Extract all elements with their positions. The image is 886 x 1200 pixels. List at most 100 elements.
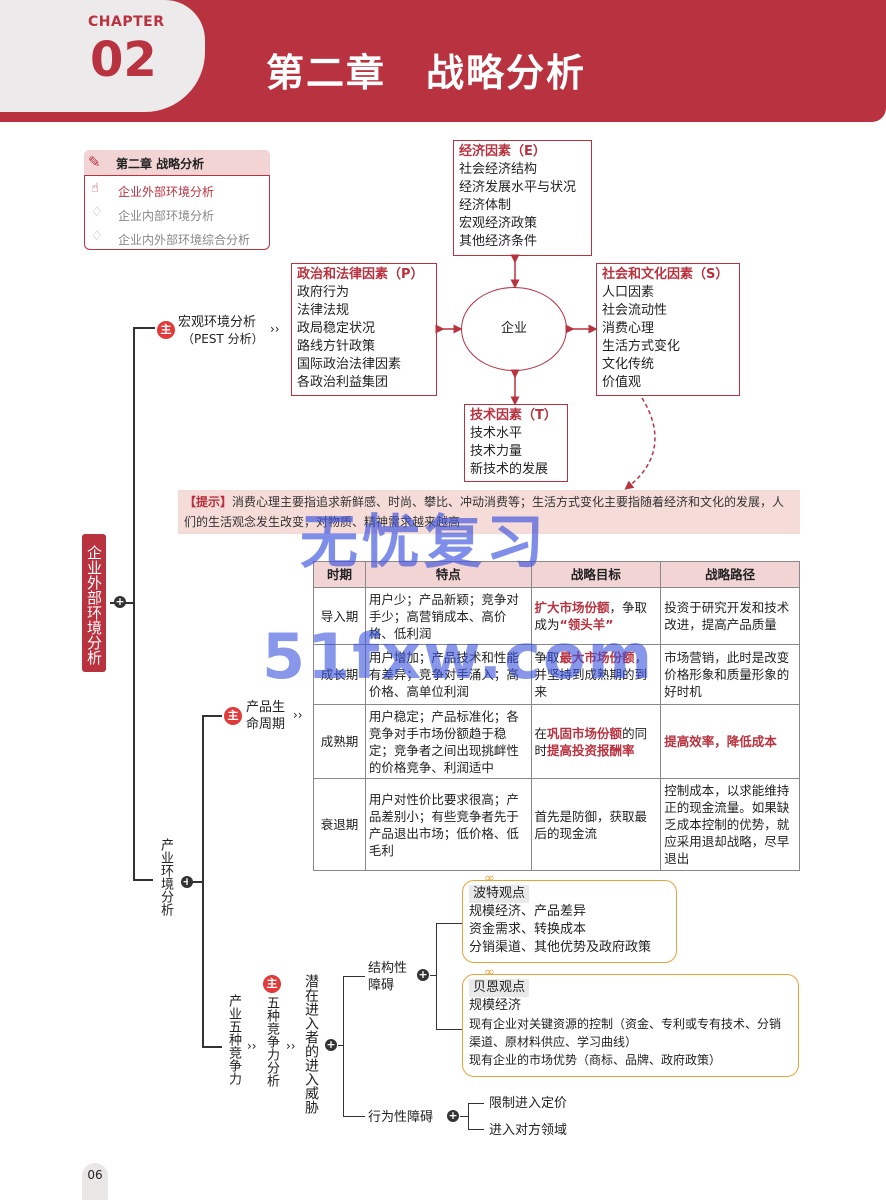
political-item: 路线方针政策: [297, 339, 376, 354]
social-item: 价值观: [602, 375, 642, 390]
paperclip-icon: ∞: [484, 871, 495, 886]
goal-text: ，争取成为: [534, 600, 648, 632]
lifecycle-table: 时期 特点 战略目标 战略路径 导入期 用户少；产品新颖；竞争对手少；高营销成本…: [313, 561, 800, 871]
chapter-title: 第二章 战略分析: [266, 51, 587, 95]
industry-environment-label: 产业环境分析: [158, 838, 173, 916]
tree-branch: [202, 716, 204, 1048]
table-row: 导入期 用户少；产品新颖；竞争对手少；高营销成本、高价格、低利润 扩大市场份额，…: [313, 587, 800, 645]
tree-branch: [460, 1116, 469, 1117]
expand-node-icon[interactable]: +: [325, 1038, 337, 1051]
technology-item: 技术水平: [470, 426, 523, 441]
behavioral-item: 限制进入定价: [489, 1096, 568, 1111]
nav-item-external[interactable]: 企业外部环境分析: [118, 185, 215, 199]
political-factors-box: 政治和法律因素（P） 政府行为 法律法规 政局稳定状况 路线方针政策 国际政治法…: [291, 263, 437, 396]
expand-node-icon[interactable]: +: [114, 595, 126, 608]
economic-title: 经济因素（E）: [459, 144, 546, 159]
nav-item-combined[interactable]: 企业内外部环境综合分析: [118, 233, 251, 247]
tree-branch: [133, 879, 153, 881]
period-cell: 导入期: [313, 587, 366, 645]
tree-branch: [468, 1129, 484, 1130]
feature-cell: 用户增加；产品技术和性能有差异；竞争对手涌入；高价格、高单位利润: [364, 644, 532, 705]
hand-pointer-icon: ☝: [91, 181, 99, 196]
column-header: 战略目标: [530, 561, 662, 588]
tip-label: 【提示】: [184, 495, 233, 509]
product-lifecycle-label: 产品生命周期: [246, 700, 286, 732]
tree-branch: [202, 1046, 222, 1048]
tree-branch: [343, 1116, 365, 1117]
column-header: 战略路径: [660, 561, 800, 588]
political-item: 各政治利益集团: [297, 375, 389, 390]
political-item: 法律法规: [297, 303, 350, 318]
table-row: 衰退期 用户对性价比要求很高；产品差别小；有些竞争者先于产品退出市场；低价格、低…: [313, 778, 800, 871]
social-item: 人口因素: [602, 285, 655, 300]
goal-text: ，并坚持到成熟期的到来: [534, 650, 648, 699]
chevron-right-icon: ››: [293, 708, 303, 722]
watermark: 无忧复习: [300, 508, 549, 576]
tree-branch: [133, 327, 155, 329]
chevron-right-icon: ››: [247, 1039, 257, 1053]
economic-item: 其他经济条件: [459, 234, 538, 249]
bain-title: 贝恩观点: [469, 979, 530, 997]
goal-text: 在: [534, 725, 548, 741]
goal-cell: 首先是防御，获取最后的现金流: [530, 778, 662, 871]
main-point-badge: 主: [263, 975, 281, 993]
tree-branch: [343, 976, 365, 977]
chapter-word: CHAPTER: [88, 14, 165, 30]
goal-highlight: 最大市场份额: [559, 650, 635, 665]
path-cell: 提高效率，降低成本: [660, 704, 800, 779]
goal-highlight: 巩固市场份额: [547, 725, 623, 741]
technology-item: 技术力量: [470, 444, 523, 459]
tree-branch: [430, 975, 437, 976]
political-item: 政局稳定状况: [297, 321, 376, 336]
chapter-number: 02: [90, 32, 157, 88]
pest-arrows: [435, 254, 656, 490]
bain-item: 现有企业的市场优势（商标、品牌、政府政策）: [469, 1053, 722, 1067]
expand-node-icon[interactable]: +: [417, 968, 429, 981]
goal-cell: 在巩固市场份额的同时提高投资报酬率: [530, 704, 662, 779]
technology-factors-box: 技术因素（T） 技术水平 技术力量 新技术的发展: [464, 404, 568, 482]
chevron-right-icon: ››: [270, 322, 280, 336]
table-row: 成熟期 用户稳定；产品标准化；各竞争对手市场份额趋于稳定；竞争者之间出现挑衅性的…: [313, 704, 800, 779]
goal-cell: 扩大市场份额，争取成为“领头羊”: [530, 587, 662, 645]
bain-item: 规模经济: [469, 998, 522, 1013]
bell-icon: ♢: [91, 229, 103, 244]
technology-title: 技术因素（T）: [470, 408, 557, 423]
tree-branch: [202, 715, 222, 717]
five-forces-analysis-label: 五种竞争力分析: [264, 996, 279, 1087]
expand-node-icon[interactable]: +: [447, 1109, 459, 1122]
tree-branch: [468, 1103, 484, 1104]
economic-item: 经济体制: [459, 198, 512, 213]
chapter-tab: [0, 0, 205, 112]
political-item: 政府行为: [297, 285, 350, 300]
potential-entrant-threat-label: 潜在进入者的进入威胁: [303, 974, 319, 1114]
expand-node-icon[interactable]: +: [181, 875, 193, 888]
social-item: 生活方式变化: [602, 339, 681, 354]
social-item: 消费心理: [602, 321, 655, 336]
political-item: 国际政治法律因素: [297, 357, 402, 372]
tip-box: 【提示】消费心理主要指追求新鲜感、时尚、攀比、冲动消费等；生活方式变化主要指随着…: [178, 490, 800, 534]
feature-cell: 用户稳定；产品标准化；各竞争对手市场份额趋于稳定；竞争者之间出现挑衅性的价格竞争…: [364, 704, 532, 779]
bell-icon: ♢: [91, 205, 103, 220]
economic-factors-box: 经济因素（E） 社会经济结构 经济发展水平与状况 经济体制 宏观经济政策 其他经…: [453, 140, 592, 256]
tree-branch: [338, 1045, 344, 1046]
economic-item: 社会经济结构: [459, 162, 538, 177]
main-point-badge: 主: [224, 707, 242, 725]
nav-item-internal[interactable]: 企业内部环境分析: [118, 209, 215, 223]
macro-environment-sub: （PEST 分析）: [182, 332, 264, 346]
macro-environment-label: 宏观环境分析: [178, 315, 257, 330]
main-point-badge: 主: [157, 321, 175, 339]
path-cell: 控制成本，以求能维持正的现金流量。如果缺乏成本控制的优势，就应采用退却战略，尽早…: [660, 778, 800, 871]
social-item: 文化传统: [602, 357, 655, 372]
social-title: 社会和文化因素（S）: [602, 267, 729, 282]
nav-title: 第二章 战略分析: [84, 150, 270, 176]
section-side-tag: 企业外部环境分析: [82, 534, 106, 672]
watermark: 51fxw.com: [262, 620, 655, 693]
table-row: 成长期 用户增加；产品技术和性能有差异；竞争对手涌入；高价格、高单位利润 争取最…: [313, 644, 800, 705]
tree-branch: [343, 976, 344, 1117]
porter-view-box: 波特观点 规模经济、产品差异 资金需求、转换成本 分销渠道、其他优势及政府政策: [462, 880, 677, 963]
goal-cell: 争取最大市场份额，并坚持到成熟期的到来: [530, 644, 662, 705]
paperclip-icon: ∞: [484, 965, 495, 980]
page-number: 06: [82, 1163, 108, 1200]
period-cell: 成熟期: [313, 704, 366, 779]
table-header-row: 时期 特点 战略目标 战略路径: [313, 561, 800, 588]
